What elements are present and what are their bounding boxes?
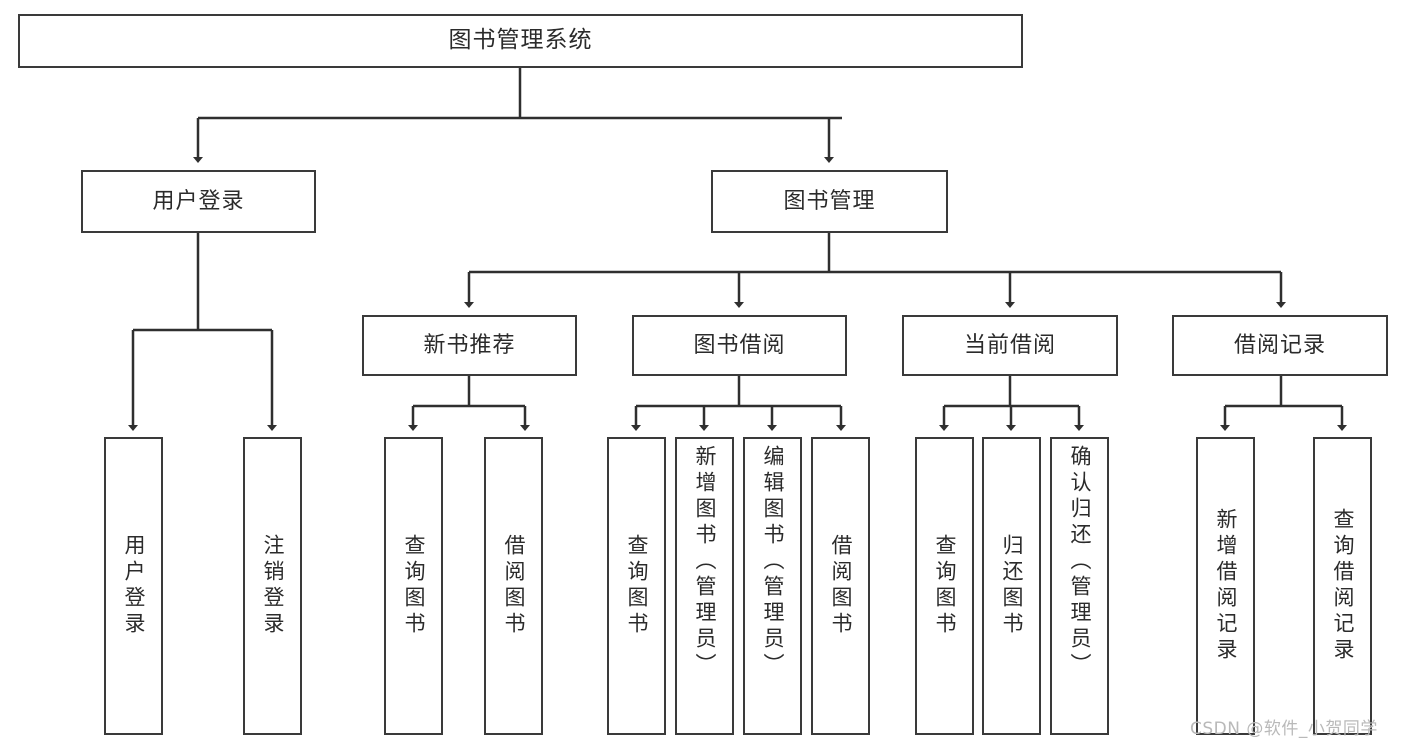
leaf-return-book[interactable]: 归还图书	[982, 437, 1041, 735]
node-book-borrow[interactable]: 图书借阅	[632, 315, 847, 376]
node-label: 查询图书	[402, 534, 426, 638]
node-label: 查询借阅记录	[1331, 508, 1355, 664]
node-new-book-recommend[interactable]: 新书推荐	[362, 315, 577, 376]
watermark-text: CSDN @软件_小贺同学	[1190, 719, 1378, 739]
leaf-query-book-current[interactable]: 查询图书	[915, 437, 974, 735]
node-label: 新增借阅记录	[1214, 508, 1238, 664]
node-label: 新增图书（管理员）	[693, 445, 717, 679]
node-label: 借阅图书	[829, 534, 853, 638]
leaf-query-borrow-record[interactable]: 查询借阅记录	[1313, 437, 1372, 735]
leaf-query-book-recommend[interactable]: 查询图书	[384, 437, 443, 735]
node-label: 用户登录	[122, 534, 146, 638]
node-label: 图书借阅	[693, 332, 786, 358]
node-label: 当前借阅	[963, 332, 1056, 358]
node-label: 查询图书	[933, 534, 957, 638]
node-label: 借阅图书	[502, 534, 526, 638]
node-label: 确认归还（管理员）	[1068, 445, 1092, 679]
node-label: 新书推荐	[423, 332, 516, 358]
leaf-confirm-return-admin[interactable]: 确认归还（管理员）	[1050, 437, 1109, 735]
node-label: 用户登录	[152, 188, 245, 214]
node-current-borrow[interactable]: 当前借阅	[902, 315, 1118, 376]
node-label: 图书管理系统	[448, 27, 593, 54]
leaf-add-book-admin[interactable]: 新增图书（管理员）	[675, 437, 734, 735]
node-label: 图书管理	[783, 188, 876, 214]
node-root-book-management-system[interactable]: 图书管理系统	[18, 14, 1023, 68]
node-label: 归还图书	[1000, 534, 1024, 638]
leaf-logout-login[interactable]: 注销登录	[243, 437, 302, 735]
leaf-query-book-borrow[interactable]: 查询图书	[607, 437, 666, 735]
node-label: 注销登录	[261, 534, 285, 638]
node-user-login[interactable]: 用户登录	[81, 170, 316, 233]
node-label: 借阅记录	[1233, 332, 1326, 358]
leaf-borrow-book-recommend[interactable]: 借阅图书	[484, 437, 543, 735]
node-label: 编辑图书（管理员）	[761, 445, 785, 679]
node-label: 查询图书	[625, 534, 649, 638]
node-book-management[interactable]: 图书管理	[711, 170, 948, 233]
leaf-user-login[interactable]: 用户登录	[104, 437, 163, 735]
leaf-borrow-book[interactable]: 借阅图书	[811, 437, 870, 735]
leaf-edit-book-admin[interactable]: 编辑图书（管理员）	[743, 437, 802, 735]
leaf-add-borrow-record[interactable]: 新增借阅记录	[1196, 437, 1255, 735]
node-borrow-record[interactable]: 借阅记录	[1172, 315, 1388, 376]
